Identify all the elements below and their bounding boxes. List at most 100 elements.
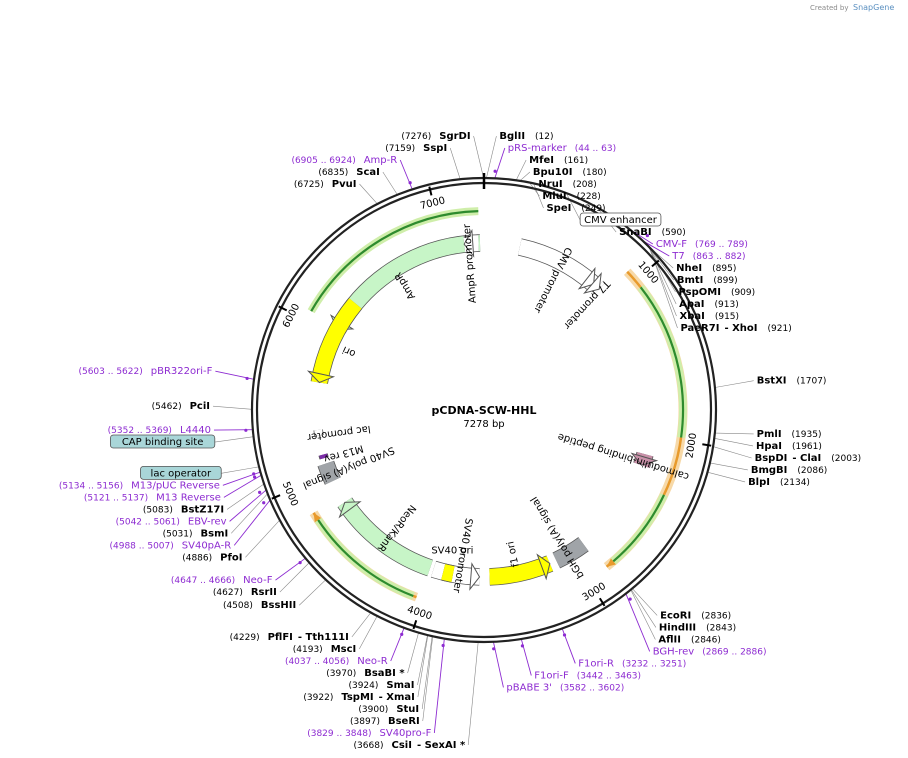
primer-label: CMV-F(769 .. 789) xyxy=(656,239,748,250)
feature-ori-arrowhead xyxy=(306,370,336,384)
feature-calmodulin-binding-peptide-arrowhead xyxy=(630,452,659,466)
leader-line xyxy=(566,192,581,221)
feature-label: f1 ori xyxy=(505,540,521,568)
leader-line xyxy=(359,183,378,205)
tick-label: 4000 xyxy=(406,604,434,622)
enzyme-label: (5462)PciI xyxy=(152,401,210,412)
feature-tag-label: CMV enhancer xyxy=(584,215,658,226)
orf-arrowhead xyxy=(313,512,322,523)
enzyme-sspi: (7159)SspI xyxy=(385,143,447,154)
primer-label: (5603 .. 5622)pBR322ori-F xyxy=(78,366,212,377)
enzyme-csii: (3668)CsiI- SexAI * xyxy=(354,740,466,751)
primer-mark xyxy=(628,597,632,601)
primer-sv40pa-r: (4988 .. 5007)SV40pA-R xyxy=(109,540,231,551)
leader-line xyxy=(642,240,670,257)
enzyme-label: BmgBI(2086) xyxy=(751,465,827,476)
enzyme-label: XbaI(915) xyxy=(679,311,739,322)
enzyme-label: (3922)TspMI- XmaI xyxy=(303,692,414,703)
enzyme-label: AflII(2846) xyxy=(658,634,721,645)
enzyme-tspmi: (3922)TspMI- XmaI xyxy=(303,692,414,703)
feature-tag-cap-binding-site: CAP binding site xyxy=(109,434,216,449)
leader-line xyxy=(351,612,372,638)
feature-bgh-poly-a-signal xyxy=(552,537,589,568)
enzyme-label: HindIII(2843) xyxy=(659,622,736,633)
enzyme-pspomi: PspOMI(909) xyxy=(679,287,756,298)
credit-text: Created by xyxy=(810,4,849,12)
leader-line xyxy=(714,437,754,447)
enzyme-bstz17i: (5083)BstZ17I xyxy=(143,504,224,515)
feature-label: AmpR xyxy=(393,270,418,301)
primer-m13-puc-reverse: (5134 .. 5156)M13/pUC Reverse xyxy=(59,480,220,491)
leader-line xyxy=(245,519,280,558)
enzyme-msci: (4193)MscI xyxy=(293,644,357,655)
enzyme-label: BspDI- ClaI(2003) xyxy=(755,453,862,464)
primer-label: pRS-marker(44 .. 63) xyxy=(508,143,616,154)
leader-line xyxy=(231,493,268,534)
primer-label: (5134 .. 5156)M13/pUC Reverse xyxy=(59,480,220,491)
tick-mark xyxy=(428,186,433,196)
primer-l4440: (5352 .. 5369)L4440 xyxy=(108,425,211,436)
leader-line xyxy=(648,246,677,305)
feature-f1-ori-arrowhead xyxy=(536,553,551,581)
primer-pbr322ori-f: (5603 .. 5622)pBR322ori-F xyxy=(78,366,212,377)
tick-mark xyxy=(702,443,712,447)
feature-tag-label: lac operator xyxy=(151,468,212,479)
feature-label: calmodulin-binding peptide xyxy=(557,431,691,482)
enzyme-label: (3970)BsaBI * xyxy=(326,668,405,679)
enzyme-rsrii: (4627)RsrII xyxy=(213,587,277,598)
feature-tag-box xyxy=(579,212,662,227)
primer-sv40pro-f: (3829 .. 3848)SV40pro-F xyxy=(307,728,431,739)
enzyme-label: (3897)BseRI xyxy=(350,716,420,727)
enzyme-label: (5083)BstZ17I xyxy=(143,504,224,515)
enzyme-label: (4886)PfoI xyxy=(182,552,242,563)
tick-mark xyxy=(278,305,288,312)
primer-amp-r: (6905 .. 6924)Amp-R xyxy=(291,155,397,166)
enzyme-label: BmtI(899) xyxy=(677,275,738,286)
enzyme-bglii: BglII(12) xyxy=(499,131,553,142)
enzyme-label: (4627)RsrII xyxy=(213,587,277,598)
leader-line xyxy=(533,183,544,209)
leader-line xyxy=(467,641,479,746)
enzyme-label: (3924)SmaI xyxy=(348,680,414,691)
enzyme-sgrdi: (7276)SgrDI xyxy=(401,131,470,142)
enzyme-bsabi: (3970)BsaBI * xyxy=(326,668,405,679)
leader-line xyxy=(212,405,253,410)
leader-line xyxy=(714,380,754,388)
primer-label: BGH-rev(2869 .. 2886) xyxy=(653,646,767,657)
enzyme-hindiii: HindIII(2843) xyxy=(659,622,736,633)
tick-label: 2000 xyxy=(684,432,699,459)
primer-cmv-f: CMV-F(769 .. 789) xyxy=(656,239,748,250)
primer-label: (5121 .. 5137)M13 Reverse xyxy=(84,492,221,503)
primer-f1ori-r: F1ori-R(3232 .. 3251) xyxy=(578,658,686,669)
primer-label: (4037 .. 4056)Neo-R xyxy=(285,656,388,667)
enzyme-bseri: (3897)BseRI xyxy=(350,716,420,727)
primer-mark xyxy=(262,501,266,505)
enzyme-label: PmlI(1935) xyxy=(757,429,822,440)
enzyme-label: ApaI(913) xyxy=(679,299,739,310)
plasmid-size: 7278 bp xyxy=(463,419,504,430)
enzyme-label: (4193)MscI xyxy=(293,644,357,655)
enzyme-label: (5031)BsmI xyxy=(163,528,229,539)
leader-line xyxy=(421,636,433,710)
primer-label: pBABE 3'(3582 .. 3602) xyxy=(506,682,624,693)
enzyme-label: BlpI(2134) xyxy=(748,477,810,488)
tick-mark xyxy=(651,259,660,268)
leader-line xyxy=(382,171,398,195)
primer-mark xyxy=(252,472,256,476)
enzyme-label: MluI(228) xyxy=(542,191,600,202)
feature-ampr-promoter-arrowhead xyxy=(463,228,475,258)
primer-label: (6905 .. 6924)Amp-R xyxy=(291,155,397,166)
feature-tag-box xyxy=(140,465,222,480)
snapgene-brand: SnapGene xyxy=(853,3,894,12)
primer-mark xyxy=(245,376,249,381)
enzyme-pvui: (6725)PvuI xyxy=(294,179,357,190)
primer-t7: T7(863 .. 882) xyxy=(671,251,745,262)
primer-m13-reverse: (5121 .. 5137)M13 Reverse xyxy=(84,492,221,503)
enzyme-label: (6725)PvuI xyxy=(294,179,357,190)
feature-lac-promoter xyxy=(314,429,323,437)
primer-mark xyxy=(253,475,257,479)
leader-line xyxy=(486,135,497,179)
leader-line xyxy=(221,466,260,474)
primer-neo-r: (4037 .. 4056)Neo-R xyxy=(285,656,388,667)
enzyme-scai: (6835)ScaI xyxy=(318,167,380,178)
